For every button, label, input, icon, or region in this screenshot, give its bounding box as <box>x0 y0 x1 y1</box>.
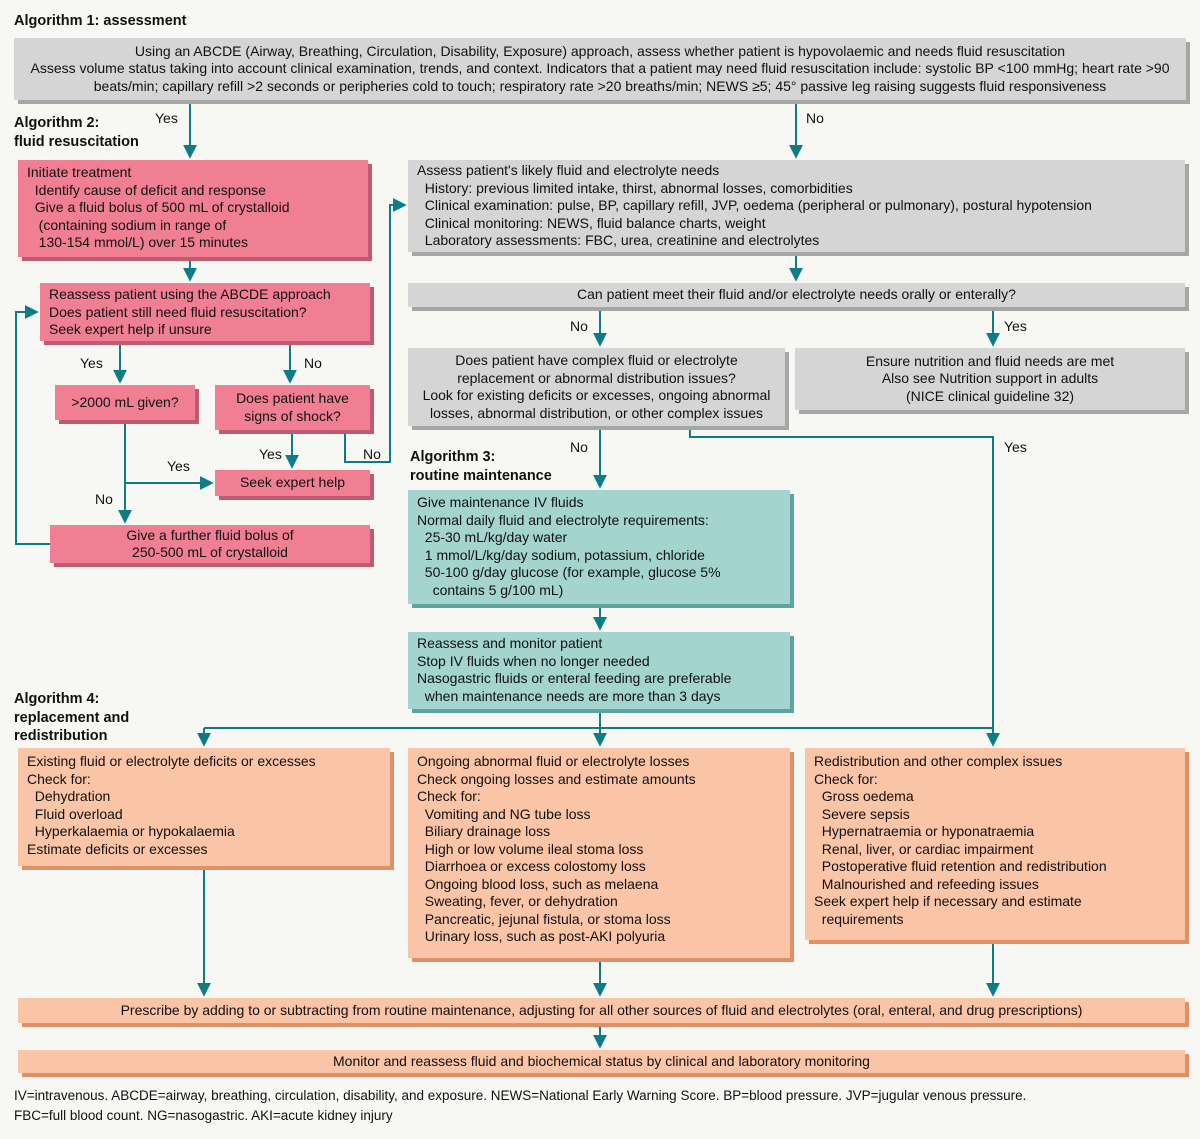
edge-label-2000-yes: Yes <box>167 458 190 474</box>
reassess-monitor-box: Reassess and monitor patient Stop IV flu… <box>408 632 790 709</box>
abbreviations-footnote: IV=intravenous. ABCDE=airway, breathing,… <box>14 1088 1027 1123</box>
algorithm4-heading: Algorithm 4: replacement and redistribut… <box>14 691 130 745</box>
edge-label-assess-yes: Yes <box>155 110 178 126</box>
algorithm2-heading: Algorithm 2: fluid resuscitation <box>14 115 139 150</box>
edge-label-reassess-no: No <box>304 355 322 371</box>
nutrition-support-box: Ensure nutrition and fluid needs are met… <box>795 348 1185 410</box>
likely-needs-box: Assess patient's likely fluid and electr… <box>408 160 1185 252</box>
monitor-reassess-box: Monitor and reassess fluid and biochemic… <box>18 1050 1185 1073</box>
prescribe-box: Prescribe by adding to or subtracting fr… <box>18 998 1185 1023</box>
algorithm1-heading: Algorithm 1: assessment <box>14 13 187 29</box>
edge-label-oral-no: No <box>570 318 588 334</box>
edge-label-oral-yes: Yes <box>1004 318 1027 334</box>
oral-enteral-question-box: Can patient meet their fluid and/or elec… <box>408 283 1185 307</box>
existing-deficits-box: Existing fluid or electrolyte deficits o… <box>18 748 390 866</box>
complex-issues-question-box: Does patient have complex fluid or elect… <box>408 348 785 426</box>
ongoing-losses-box: Ongoing abnormal fluid or electrolyte lo… <box>408 748 790 958</box>
algorithm3-heading: Algorithm 3: routine maintenance <box>410 449 552 484</box>
edge-label-shock-yes: Yes <box>259 446 282 462</box>
further-bolus-box: Give a further fluid bolus of 250-500 mL… <box>50 525 370 563</box>
over-2000ml-question-box: >2000 mL given? <box>55 385 195 420</box>
edge-label-2000-no: No <box>95 491 113 507</box>
edge-label-complex-no: No <box>570 439 588 455</box>
edge-label-complex-yes: Yes <box>1004 439 1027 455</box>
arrow-shock-no-to-needs <box>344 198 407 463</box>
edge-label-shock-no: No <box>363 446 381 462</box>
redistribution-complex-box: Redistribution and other complex issues … <box>805 748 1185 940</box>
edge-label-assess-no: No <box>806 110 824 126</box>
reassess-abcde-box: Reassess patient using the ABCDE approac… <box>40 283 370 341</box>
seek-expert-help-box: Seek expert help <box>215 470 370 496</box>
initiate-treatment-box: Initiate treatment Identify cause of def… <box>18 160 368 257</box>
arrow-bolus-loop-to-reassess <box>15 305 50 545</box>
maintenance-iv-fluids-box: Give maintenance IV fluids Normal daily … <box>408 490 790 604</box>
line-complex-yes-to-algo4 <box>689 426 994 728</box>
assessment-box: Using an ABCDE (Airway, Breathing, Circu… <box>14 38 1186 100</box>
edge-label-reassess-yes: Yes <box>80 355 103 371</box>
signs-of-shock-question-box: Does patient have signs of shock? <box>215 385 370 430</box>
